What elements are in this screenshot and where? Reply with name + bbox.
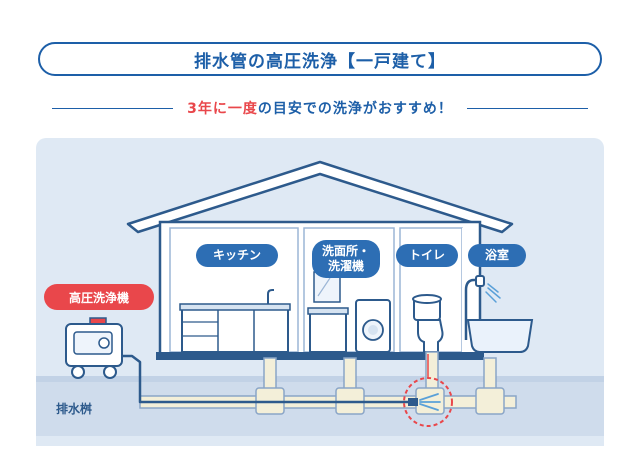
machine-gauge (98, 337, 110, 349)
machine-label: 高圧洗浄機 (44, 284, 154, 310)
machine-wheel (71, 365, 85, 379)
washroom-sink-top (307, 307, 349, 315)
page-title: 排水管の高圧洗浄【一戸建て】 (194, 51, 446, 72)
subtitle: 3年に一度の目安での洗浄がおすすめ！ (187, 98, 453, 118)
room-label-toilet: トイレ (396, 244, 458, 267)
mirror-shine (317, 277, 331, 297)
subtitle-left-rule (52, 107, 174, 109)
shower-pipe (464, 278, 478, 340)
room-label-bath: 浴室 (468, 244, 526, 267)
ground-surface (36, 376, 604, 382)
kitchen-faucet (267, 289, 274, 304)
washroom-vanity (309, 311, 347, 353)
kitchen-counter (181, 307, 289, 353)
machine-wheel (103, 365, 117, 379)
subtitle-accent: 3年に一度 (187, 101, 258, 117)
toilet-tank-lid (412, 294, 442, 304)
room-label-washroom-line1: 洗面所・ (322, 244, 371, 258)
basin-label: 排水桝 (56, 402, 93, 416)
room-label-kitchen: キッチン (196, 244, 278, 267)
roof (126, 160, 514, 234)
bathtub (466, 319, 534, 353)
room-label-washroom-line2: 洗濯機 (327, 259, 364, 273)
shower-water (485, 283, 501, 303)
title-box: 排水管の高圧洗浄【一戸建て】 (38, 42, 602, 76)
ground (36, 380, 604, 446)
pressure-hose (120, 354, 410, 404)
kitchen-countertop (179, 303, 291, 311)
subtitle-main: の目安での洗浄がおすすめ！ (257, 101, 453, 117)
ground-underside (36, 436, 604, 446)
water-spray (419, 393, 441, 411)
washing-machine-drum (368, 325, 378, 335)
room-label-washroom: 洗面所・ 洗濯機 (312, 240, 380, 278)
nozzle (408, 398, 418, 406)
subtitle-row: 3年に一度の目安での洗浄がおすすめ！ (38, 96, 602, 120)
house-floor (156, 352, 484, 360)
shower-head (475, 275, 485, 287)
subtitle-right-rule (466, 107, 588, 109)
